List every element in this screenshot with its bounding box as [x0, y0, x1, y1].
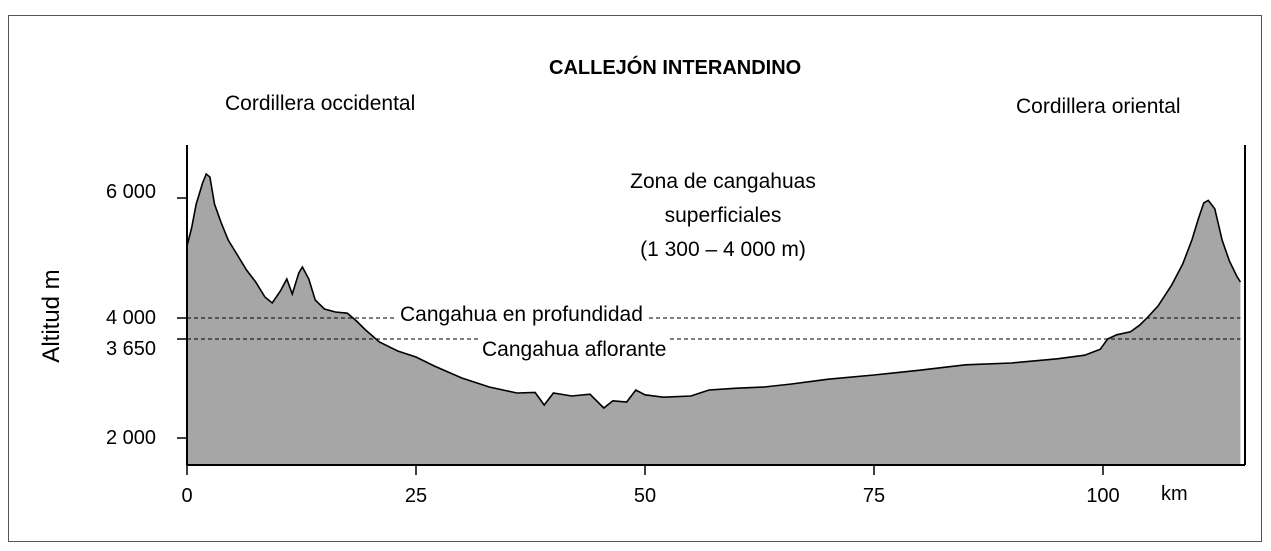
zone-line-1: Zona de cangahuas [630, 170, 816, 193]
zone-line-3: (1 300 – 4 000 m) [640, 238, 806, 261]
tick-marks [177, 197, 1104, 475]
y-tick-label: 4 000 [105, 307, 156, 329]
y-tick-label: 6 000 [105, 181, 156, 203]
zone-annotation: Zona de cangahuas superficiales (1 300 –… [588, 165, 858, 267]
east-range-label: Cordillera oriental [1016, 95, 1181, 118]
figure-frame [8, 15, 1262, 542]
x-axis-unit: km [1161, 483, 1188, 505]
x-tick-label: 25 [404, 485, 428, 507]
y-axis-title: Altitud m [38, 269, 65, 363]
x-tick-label: 75 [862, 485, 886, 507]
x-tick-label: 0 [181, 485, 193, 507]
deep-cangahua-label: Cangahua en profundidad [396, 303, 647, 327]
y-tick-label: 3 650 [105, 338, 156, 360]
terrain-outline [186, 172, 1242, 410]
outcrop-cangahua-label: Cangahua aflorante [478, 338, 671, 362]
x-tick-label: 50 [633, 485, 657, 507]
y-tick-label: 2 000 [105, 427, 156, 449]
plot-layer [186, 172, 1242, 465]
zone-line-2: superficiales [664, 204, 782, 227]
west-range-label: Cordillera occidental [225, 92, 416, 115]
chart-title: CALLEJÓN INTERANDINO [549, 57, 802, 79]
x-tick-label: 100 [1086, 485, 1120, 507]
terrain-fill [187, 174, 1241, 465]
